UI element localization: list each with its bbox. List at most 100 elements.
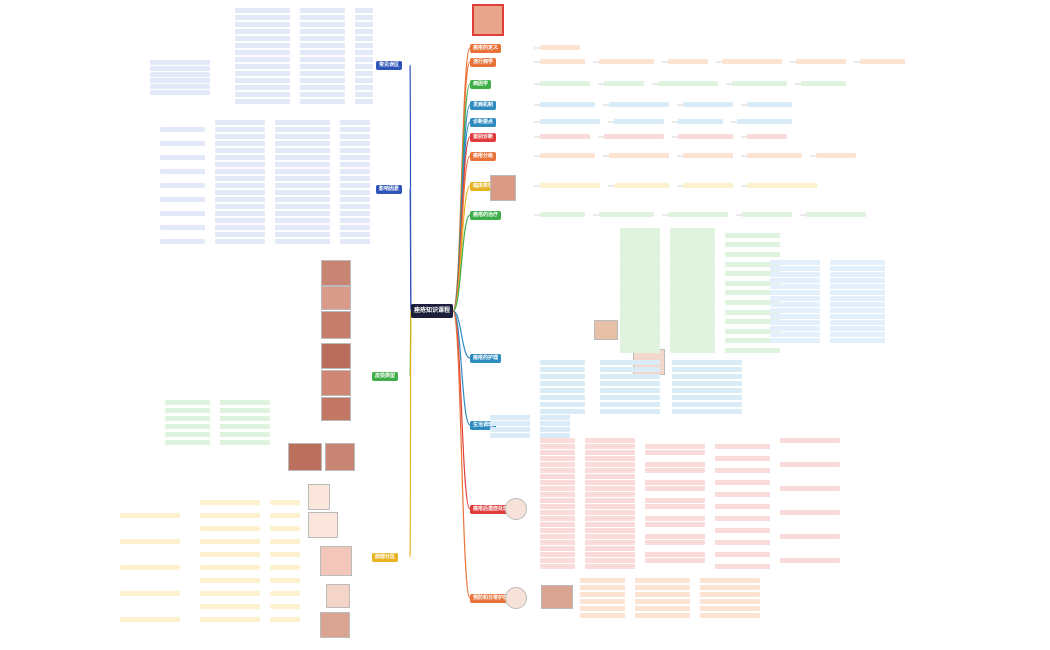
detail-node [585, 474, 635, 479]
detail-node [725, 319, 780, 325]
branch-grading[interactable]: 痤疮分级 [470, 152, 497, 161]
detail-node [275, 197, 330, 202]
detail-node [540, 456, 575, 461]
detail-node [200, 526, 260, 531]
detail-node [830, 326, 885, 331]
detail-node [670, 290, 715, 296]
detail-node [275, 141, 330, 146]
detail-node [725, 300, 780, 305]
detail-node [235, 8, 290, 13]
branch-pathogenesis[interactable]: 发病机制 [470, 101, 497, 110]
branch-care[interactable]: 痤疮的护理 [470, 354, 502, 363]
detail-node [300, 43, 345, 48]
detail-node [585, 492, 635, 497]
detail-node [585, 564, 635, 569]
detail-node [645, 480, 705, 485]
detail-node [540, 558, 575, 563]
detail-node [725, 348, 780, 353]
face-photo [490, 175, 516, 201]
branch-lesion-types[interactable]: 皮损类型 [372, 372, 399, 381]
detail-node [658, 81, 718, 86]
detail-node [275, 120, 330, 125]
detail-node [585, 546, 635, 551]
detail-node [540, 415, 570, 420]
detail-node [355, 85, 373, 90]
branch-treatment[interactable]: 痤疮的治疗 [470, 211, 502, 220]
detail-node [585, 540, 635, 545]
branch-sequelae[interactable]: 痤疮后遗症处理 [470, 505, 512, 514]
detail-node [670, 228, 715, 233]
detail-node [235, 36, 290, 41]
detail-node [540, 522, 575, 527]
detail-node [540, 564, 575, 569]
detail-node [235, 22, 290, 27]
detail-node [620, 242, 660, 248]
detail-node [215, 225, 265, 230]
detail-node [700, 585, 760, 590]
detail-node [645, 444, 705, 449]
detail-node [780, 534, 840, 539]
detail-node [620, 328, 660, 334]
detail-node [150, 66, 210, 71]
branch-factors[interactable]: 影响因素 [376, 185, 403, 194]
detail-node [580, 606, 625, 611]
detail-node [600, 381, 660, 386]
detail-node [160, 127, 205, 132]
detail-node [120, 565, 180, 570]
detail-node [340, 176, 370, 181]
branch-lifestyle[interactable]: 生活调理 [470, 421, 497, 430]
detail-node [165, 400, 210, 405]
branch-prevention[interactable]: 预防和日常护理 [470, 594, 512, 603]
detail-node [540, 381, 585, 386]
branch-etiology[interactable]: 病因学 [470, 80, 492, 89]
detail-node [200, 539, 260, 544]
detail-node [215, 120, 265, 125]
detail-node [635, 585, 690, 590]
detail-node [215, 211, 265, 216]
detail-node [620, 280, 660, 286]
detail-node [215, 134, 265, 139]
detail-node [540, 486, 575, 491]
detail-node [540, 433, 570, 438]
detail-node [540, 444, 575, 449]
branch-misconceptions[interactable]: 常见误区 [376, 61, 403, 70]
detail-node [620, 309, 660, 315]
branch-differential[interactable]: 鉴别诊断 [470, 133, 497, 142]
detail-node [300, 22, 345, 27]
detail-node [200, 617, 260, 622]
detail-node [830, 260, 885, 265]
detail-node [220, 400, 270, 405]
detail-node [670, 252, 715, 257]
detail-node [620, 304, 660, 310]
branch-face-zones[interactable]: 面部分区 [372, 553, 399, 562]
detail-node [585, 528, 635, 533]
branch-diagnosis[interactable]: 诊断要点 [470, 118, 497, 127]
detail-node [120, 591, 180, 596]
detail-node [215, 169, 265, 174]
detail-node [672, 360, 742, 365]
detail-node [215, 162, 265, 167]
detail-node [620, 266, 660, 272]
detail-node [275, 127, 330, 132]
detail-node [670, 271, 715, 277]
connector-line [452, 310, 471, 599]
detail-node [830, 296, 885, 301]
detail-node [830, 338, 885, 343]
detail-node [150, 78, 210, 83]
detail-node [275, 225, 330, 230]
detail-node [645, 534, 705, 539]
detail-node [160, 239, 205, 244]
branch-clinical[interactable]: 临床表现 [470, 182, 497, 191]
detail-node [300, 36, 345, 41]
detail-node [340, 239, 370, 244]
detail-node [270, 552, 300, 557]
detail-node [540, 183, 600, 188]
detail-node [270, 617, 300, 622]
detail-node [780, 438, 840, 443]
branch-epidemiology[interactable]: 流行病学 [470, 58, 497, 67]
branch-definition[interactable]: 痤疮的定义 [470, 44, 502, 53]
detail-node [340, 197, 370, 202]
detail-node [540, 504, 575, 509]
root-topic[interactable]: 痤疮知识课程 [411, 304, 453, 318]
